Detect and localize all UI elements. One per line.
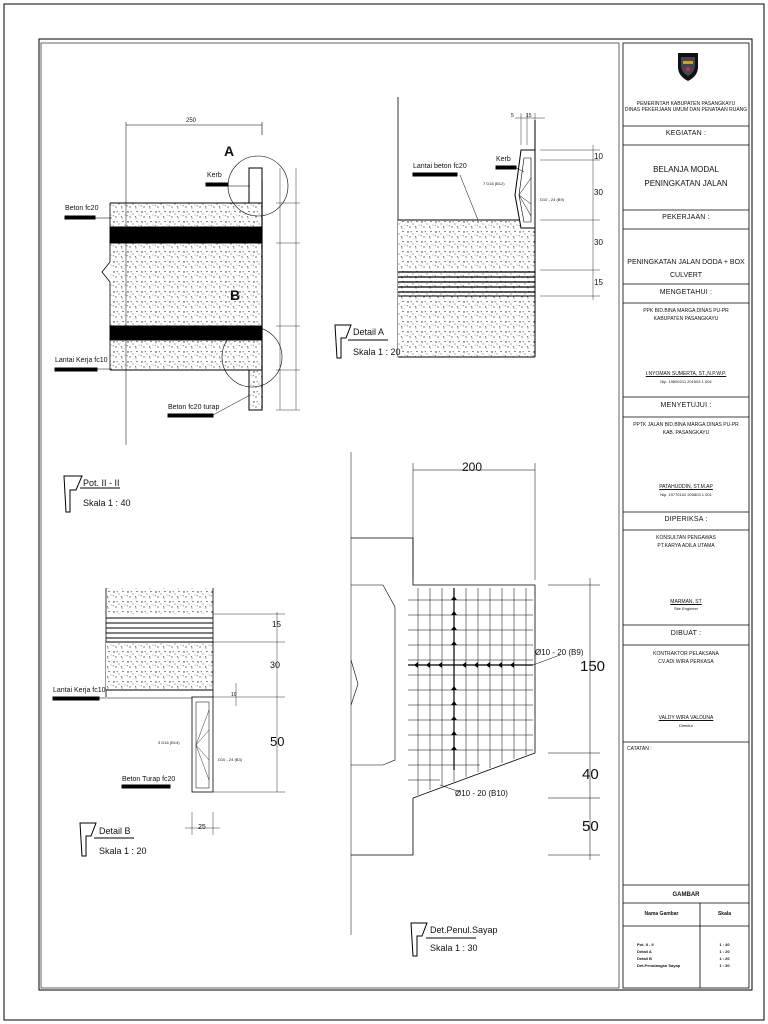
sayap-dim-150: 150 — [580, 658, 606, 675]
gambar-label: GAMBAR — [672, 892, 700, 898]
detail-a-rebar-1: 7 D16 (B12) — [483, 181, 505, 186]
detail-a-lantai-beton-label: Lantai beton fc20 — [413, 163, 467, 170]
pot-lantai-kerja-label: Lantai Kerja fc10 — [55, 357, 108, 364]
pot-beton-label: Beton fc20 — [65, 205, 99, 212]
detail-b-title: Detail B — [99, 826, 131, 836]
detail-a-dim-30a: 30 — [594, 188, 603, 197]
detail-b-section — [52, 588, 285, 835]
pekerjaan-value: PENINGKATAN JALAN DODA + BOX CULVERT — [627, 259, 745, 279]
menyetujui-label: MENYETUJUI : — [660, 402, 712, 409]
drawing-row-1-scale: 1 : 40 — [719, 942, 730, 947]
drawing-row-2-scale: 1 : 20 — [719, 949, 730, 954]
drawing-row-1-name: Pot. II - II — [637, 942, 654, 947]
detail-b-beton-turap-label: Beton Turap fc20 — [122, 776, 176, 783]
pot-kerb-label: Kerb — [207, 172, 222, 179]
detail-a-dim-15: 15 — [526, 113, 532, 119]
title-block: PEMERINTAH KABUPATEN PASANGKAYU DINAS PE… — [623, 43, 749, 988]
sayap-section — [350, 452, 600, 935]
agency-line-1: PEMERINTAH KABUPATEN PASANGKAYU — [636, 101, 736, 107]
drawing-row-3-name: Detail B — [637, 956, 652, 961]
regency-logo-icon — [678, 53, 698, 81]
detail-a-dim-5: 5 — [511, 113, 514, 119]
dibuat-label: DIBUAT : — [670, 630, 702, 637]
pot-label-a: A — [224, 143, 235, 159]
pot-dim-top: 250 — [186, 118, 197, 124]
kegiatan-line-1: BELANJA MODAL — [653, 165, 719, 174]
detail-b-rebar-1: 3 D16 (B14) — [158, 740, 180, 745]
dibuat-line-2: CV.ADI WIRA PERKASA — [658, 659, 714, 665]
kegiatan-label: KEGIATAN : — [665, 130, 707, 137]
detail-a-scale: Skala 1 : 20 — [353, 347, 401, 357]
menyetujui-nip: Nip. 19770102 200803 1 001 — [660, 492, 712, 497]
detail-b-scale: Skala 1 : 20 — [99, 846, 147, 856]
sayap-title: Det.Penul.Sayap — [430, 925, 498, 935]
detail-a-dim-15: 15 — [594, 278, 603, 287]
diperiksa-name: MARMAN, ST — [670, 599, 702, 605]
dibuat-name: VALDY WIRA VALDUNA — [658, 715, 714, 721]
col-nama-gambar: Nama Gambar — [644, 911, 679, 917]
detail-b-dim-25: 25 — [198, 824, 206, 831]
section-symbol-icon — [63, 324, 476, 957]
catatan-label: CATATAN : — [627, 746, 652, 752]
dibuat-role: Direktur — [678, 723, 693, 728]
sayap-rebar-bottom: Ø10 - 20 (B10) — [455, 789, 508, 798]
mengetahui-line-1: PPK BID.BINA MARGA DINAS PU-PR — [643, 308, 729, 314]
detail-a-dim-30b: 30 — [594, 238, 603, 247]
pot-scale: Skala 1 : 40 — [83, 498, 131, 508]
detail-b-dim-15: 15 — [272, 620, 281, 629]
menyetujui-line-2: KAB. PASANGKAYU — [662, 430, 710, 436]
mengetahui-label: MENGETAHUI : — [659, 289, 713, 296]
detail-b-dim-30: 30 — [270, 660, 281, 670]
detail-a-dim-10: 10 — [594, 152, 603, 161]
detail-a-rebar-2: D10 - 24 (B9) — [540, 197, 565, 202]
mengetahui-line-2: KABUPATEN PASANGKAYU — [653, 316, 719, 322]
sayap-dim-50: 50 — [582, 818, 599, 835]
drawing-row-4-name: Det.Penulangan Sayap — [637, 963, 681, 968]
drawing-row-4-scale: 1 : 30 — [719, 963, 730, 968]
sayap-dim-200: 200 — [462, 460, 483, 474]
drawing-row-2-name: Detail A — [637, 949, 652, 954]
diperiksa-line-1: KONSULTAN PENGAWAS — [656, 535, 716, 541]
pot-title: Pot. II - II — [83, 478, 120, 488]
detail-a-title: Detail A — [353, 327, 385, 337]
menyetujui-line-1: PPTK JALAN BID.BINA MARGA DINAS PU-PR — [633, 422, 739, 428]
detail-b-dim-50: 50 — [270, 734, 285, 749]
detail-b-dim-10: 10 — [231, 692, 237, 698]
mengetahui-nip: Nip. 19850211 201503 1 004 — [660, 379, 712, 384]
diperiksa-label: DIPERIKSA : — [664, 516, 708, 523]
diperiksa-line-2: PT.KARYA ADILA UTAMA — [657, 543, 715, 549]
drawing-row-3-scale: 1 : 20 — [719, 956, 730, 961]
agency-line-2: DINAS PEKERJAAN UMUM DAN PENATAAN RUANG — [624, 107, 748, 113]
sayap-scale: Skala 1 : 30 — [430, 943, 478, 953]
sayap-rebar-top: Ø10 - 20 (B9) — [535, 648, 584, 657]
dibuat-line-1: KONTRAKTOR PELAKSANA — [653, 651, 719, 657]
pot-label-b: B — [230, 287, 241, 303]
pot-ii-section — [54, 122, 300, 445]
sayap-dim-40: 40 — [582, 766, 599, 783]
pot-beton-turap-label: Beton fc20 turap — [168, 404, 220, 411]
menyetujui-name: PATAHUDDIN, ST.M.AP — [659, 484, 713, 490]
pekerjaan-label: PEKERJAAN : — [662, 214, 710, 221]
detail-a-kerb-label: Kerb — [496, 156, 511, 163]
col-skala: Skala — [717, 911, 732, 917]
detail-a-section — [397, 97, 600, 358]
detail-b-lantai-kerja-label: Lantai Kerja fc10 — [53, 687, 106, 694]
diperiksa-role: Site Engineer — [673, 606, 698, 611]
mengetahui-name: I.NYOMAN SUMERTA, ST.,N.P.W.P. — [645, 371, 727, 377]
kegiatan-line-2: PENINGKATAN JALAN — [644, 179, 728, 188]
detail-b-rebar-2: D10 - 24 (B3) — [218, 757, 243, 762]
